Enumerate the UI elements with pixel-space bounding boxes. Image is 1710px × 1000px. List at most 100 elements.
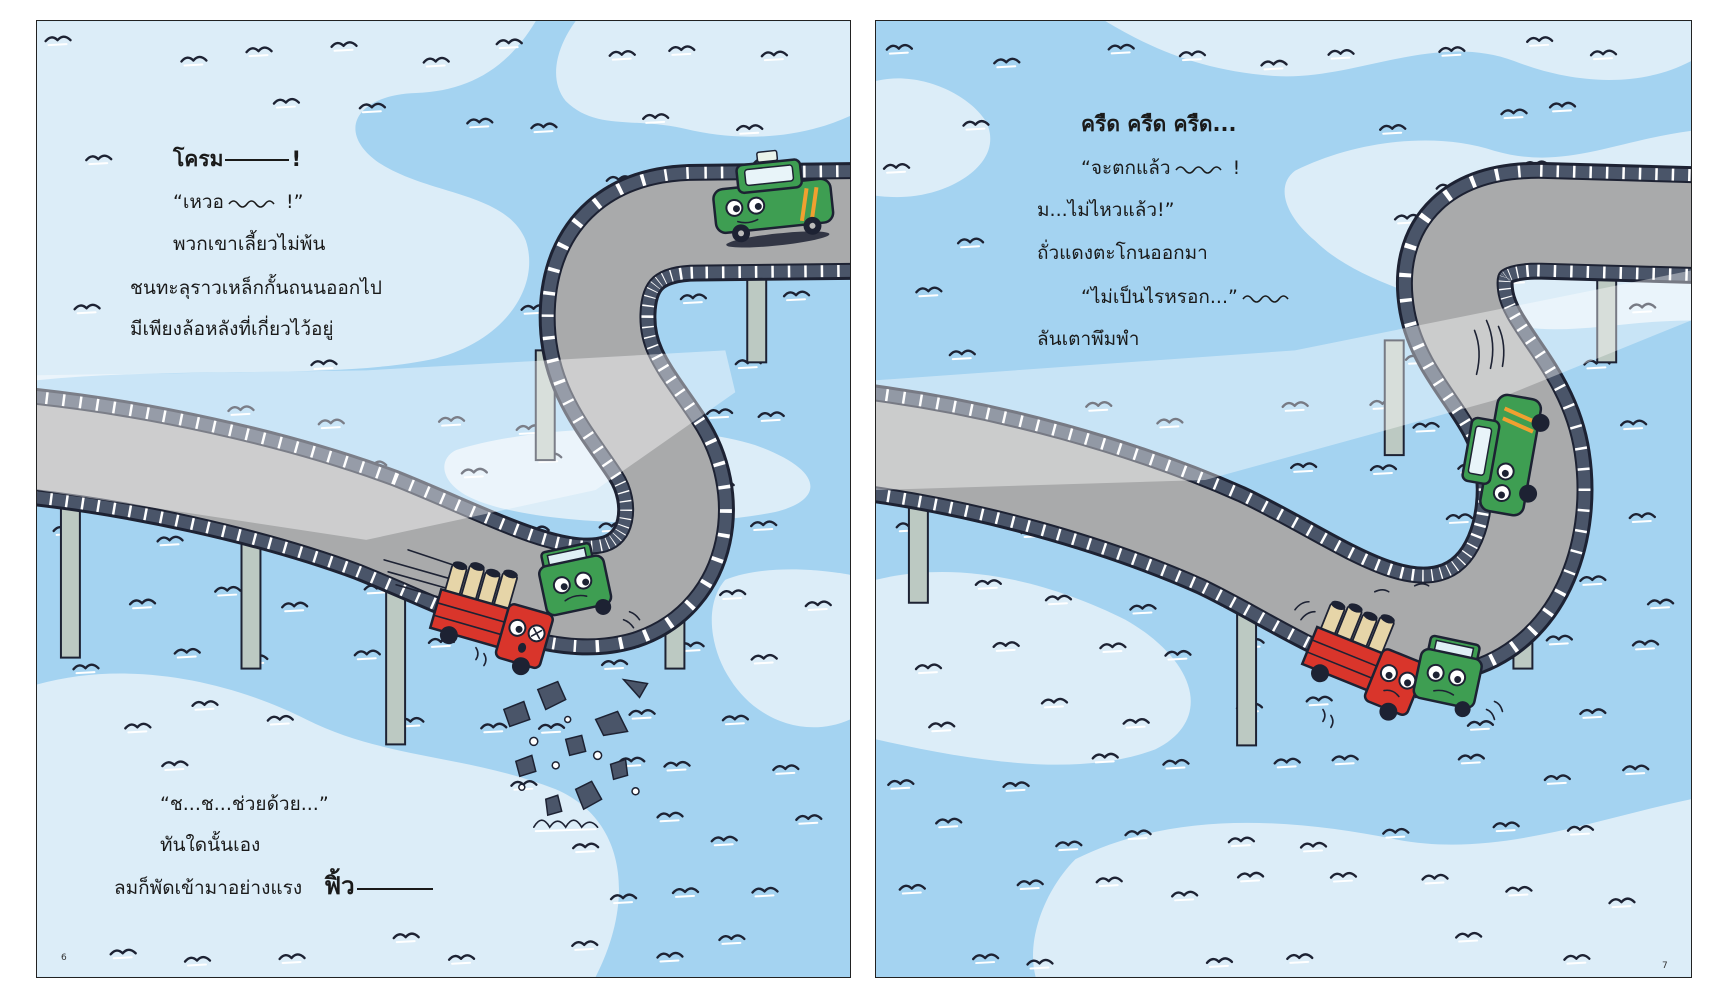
wave-mark — [191, 700, 219, 707]
wave-foam — [1508, 893, 1529, 897]
wave-foam — [888, 51, 909, 55]
wave-mark — [280, 601, 309, 609]
wave-foam — [75, 671, 96, 675]
wave-mark — [887, 779, 915, 786]
page-number: 7 — [1662, 961, 1668, 971]
red-truck — [428, 561, 554, 676]
wave-mark — [914, 663, 943, 671]
wave-mark — [1305, 695, 1333, 703]
wave-mark — [1156, 417, 1184, 425]
wave-mark — [719, 589, 747, 597]
wave-mark — [1631, 639, 1660, 647]
wave-foam — [1132, 611, 1153, 615]
wave-foam — [659, 959, 680, 963]
wave-mark — [1454, 931, 1483, 939]
wave-mark — [1289, 462, 1318, 470]
wave-foam — [1415, 429, 1436, 433]
whoosh-word: ฟิ้ว — [324, 872, 355, 900]
wave-mark — [1085, 401, 1113, 408]
page-number: 6 — [61, 953, 67, 963]
wave-foam — [753, 528, 774, 532]
wave-mark — [1162, 758, 1190, 766]
wave-foam — [1623, 427, 1644, 431]
wave-foam — [775, 771, 796, 775]
wave-mark — [422, 56, 450, 64]
pale-water-top-left — [37, 21, 536, 381]
wave-foam — [127, 730, 148, 734]
wave-mark — [882, 163, 911, 170]
wave-mark — [1526, 36, 1554, 44]
wave-mark — [495, 38, 523, 46]
light-sweep — [37, 350, 736, 540]
green-taxi — [712, 149, 835, 248]
wave-mark — [1457, 753, 1486, 761]
wave-foam — [176, 655, 197, 659]
wave-mark — [1124, 829, 1152, 837]
wave-mark — [1026, 958, 1054, 966]
wave-foam — [1289, 960, 1310, 964]
wave-foam — [1284, 408, 1305, 412]
wave-mark — [1505, 885, 1533, 893]
wave-mark — [183, 955, 212, 963]
scream-end: !” — [285, 191, 304, 213]
wave-foam — [917, 671, 938, 675]
wave-foam — [1043, 705, 1064, 709]
wave-mark — [1619, 419, 1648, 427]
wave-mark — [173, 647, 201, 655]
pale-water-left — [876, 78, 991, 198]
wave-foam — [645, 120, 666, 124]
wave-foam — [395, 940, 416, 944]
hanging-green-car — [1461, 393, 1550, 517]
wave-foam — [890, 786, 911, 790]
cargo-sacks — [444, 561, 518, 611]
wave-foam — [721, 941, 742, 945]
wave-foam — [1293, 469, 1314, 473]
wave-mark — [1369, 464, 1398, 472]
wave-mark — [1329, 871, 1358, 879]
wave-mark — [317, 418, 345, 426]
wave-foam — [164, 768, 185, 772]
wave-mark — [948, 349, 976, 357]
wave-foam — [541, 730, 562, 734]
wave-foam — [1424, 881, 1445, 885]
wave-mark — [1122, 717, 1150, 725]
creak-sound-line: ครืด ครืด ครืด... — [1081, 112, 1237, 136]
wave-foam — [1330, 56, 1351, 60]
wave-foam — [682, 301, 703, 305]
green-truck — [1412, 634, 1483, 718]
scream-open: “เหวอ — [173, 191, 224, 213]
crash-sound-line: โครม! — [173, 147, 301, 171]
wave-mark — [804, 600, 832, 608]
wave-foam — [604, 666, 625, 670]
wave-foam — [671, 52, 692, 56]
wave-mark — [1492, 821, 1520, 829]
wave-mark — [600, 659, 629, 667]
wave-foam — [901, 891, 922, 895]
wave-mark — [1095, 876, 1123, 884]
story-line-help: “ช...ช...ช่วยด้วย...” — [160, 793, 329, 815]
wave-mark — [124, 722, 152, 730]
wave-foam — [1469, 727, 1490, 731]
cargo-sacks — [1320, 600, 1395, 655]
wave-mark — [656, 951, 684, 959]
wave-foam — [574, 947, 595, 951]
wave-foam — [1102, 650, 1123, 654]
wave-foam — [798, 821, 819, 825]
wave-foam — [112, 956, 133, 960]
wave-mark — [1545, 634, 1573, 642]
wave-foam — [1110, 51, 1131, 55]
wave-mark — [795, 814, 823, 822]
its-ok-line: “ไม่เป็นไรหรอก...” — [1081, 285, 1294, 309]
story-line-muttered: ลันเตาพึมพำ — [1037, 328, 1140, 350]
wave-foam — [533, 130, 554, 134]
wave-mark — [1608, 897, 1636, 905]
wave-mark — [330, 41, 358, 49]
wave-mark — [885, 43, 914, 51]
bang-word: โครม — [173, 147, 224, 171]
falling-open: “จะตกแล้ว — [1081, 157, 1171, 179]
long-dash — [356, 887, 433, 890]
wave-mark — [618, 756, 646, 764]
shake-marks — [1322, 700, 1504, 729]
wave-foam — [451, 961, 472, 965]
falling-line: “จะตกแล้ว! — [1081, 156, 1240, 180]
